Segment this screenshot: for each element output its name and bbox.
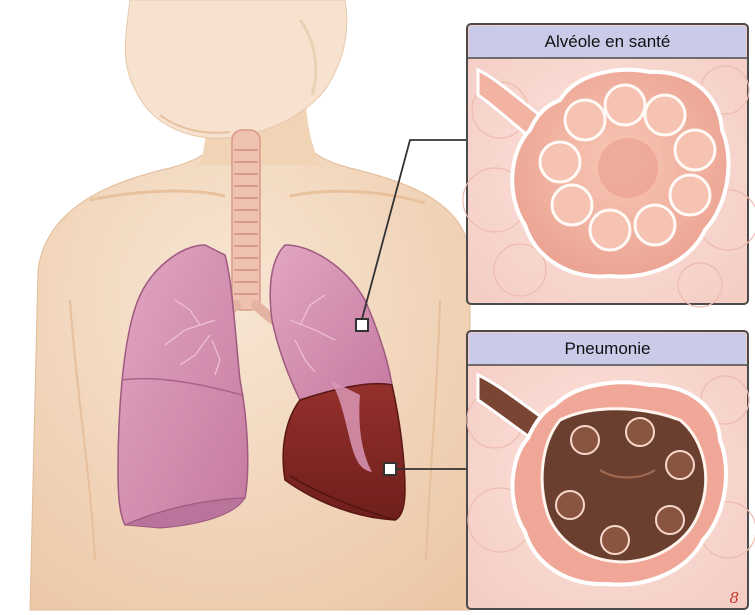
- head: [125, 0, 346, 138]
- page-number: 8: [729, 589, 739, 607]
- callout-marker-healthy: [356, 319, 368, 331]
- callout-marker-pneumonia: [384, 463, 396, 475]
- panel-healthy: [463, 24, 755, 307]
- panel-pneumonia: [467, 331, 755, 609]
